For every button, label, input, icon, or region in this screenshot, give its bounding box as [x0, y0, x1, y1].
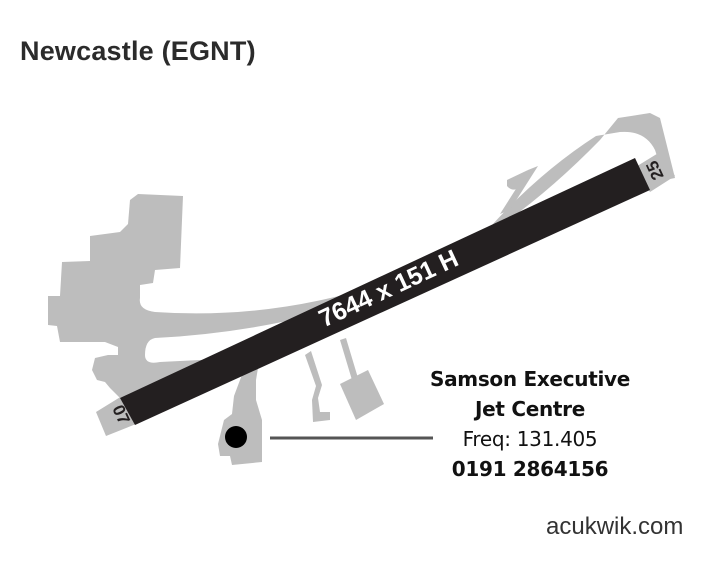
fbo-name-line2: Jet Centre: [475, 397, 585, 421]
page-title: Newcastle (EGNT): [20, 36, 256, 66]
taxiway-connector-triangle: [507, 170, 528, 190]
fbo-info: Samson Executive Jet Centre Freq: 131.40…: [420, 364, 640, 484]
watermark: acukwik.com: [546, 513, 684, 540]
apron-terminal-area: [48, 113, 675, 398]
location-dot-icon[interactable]: [225, 426, 247, 448]
apron-south-square: [340, 370, 384, 420]
fbo-name-line1: Samson Executive: [429, 367, 631, 391]
fbo-phone: 0191 2864156: [451, 457, 609, 481]
taxiway-south-1: [305, 351, 330, 422]
runway-dimensions-label: 7644 x 151 H: [315, 244, 463, 333]
fbo-frequency: Freq: 131.405: [462, 427, 598, 451]
taxiway-connector-east: [500, 166, 538, 214]
runway-07-25: [120, 158, 650, 425]
taxiway-south-2: [340, 338, 358, 380]
